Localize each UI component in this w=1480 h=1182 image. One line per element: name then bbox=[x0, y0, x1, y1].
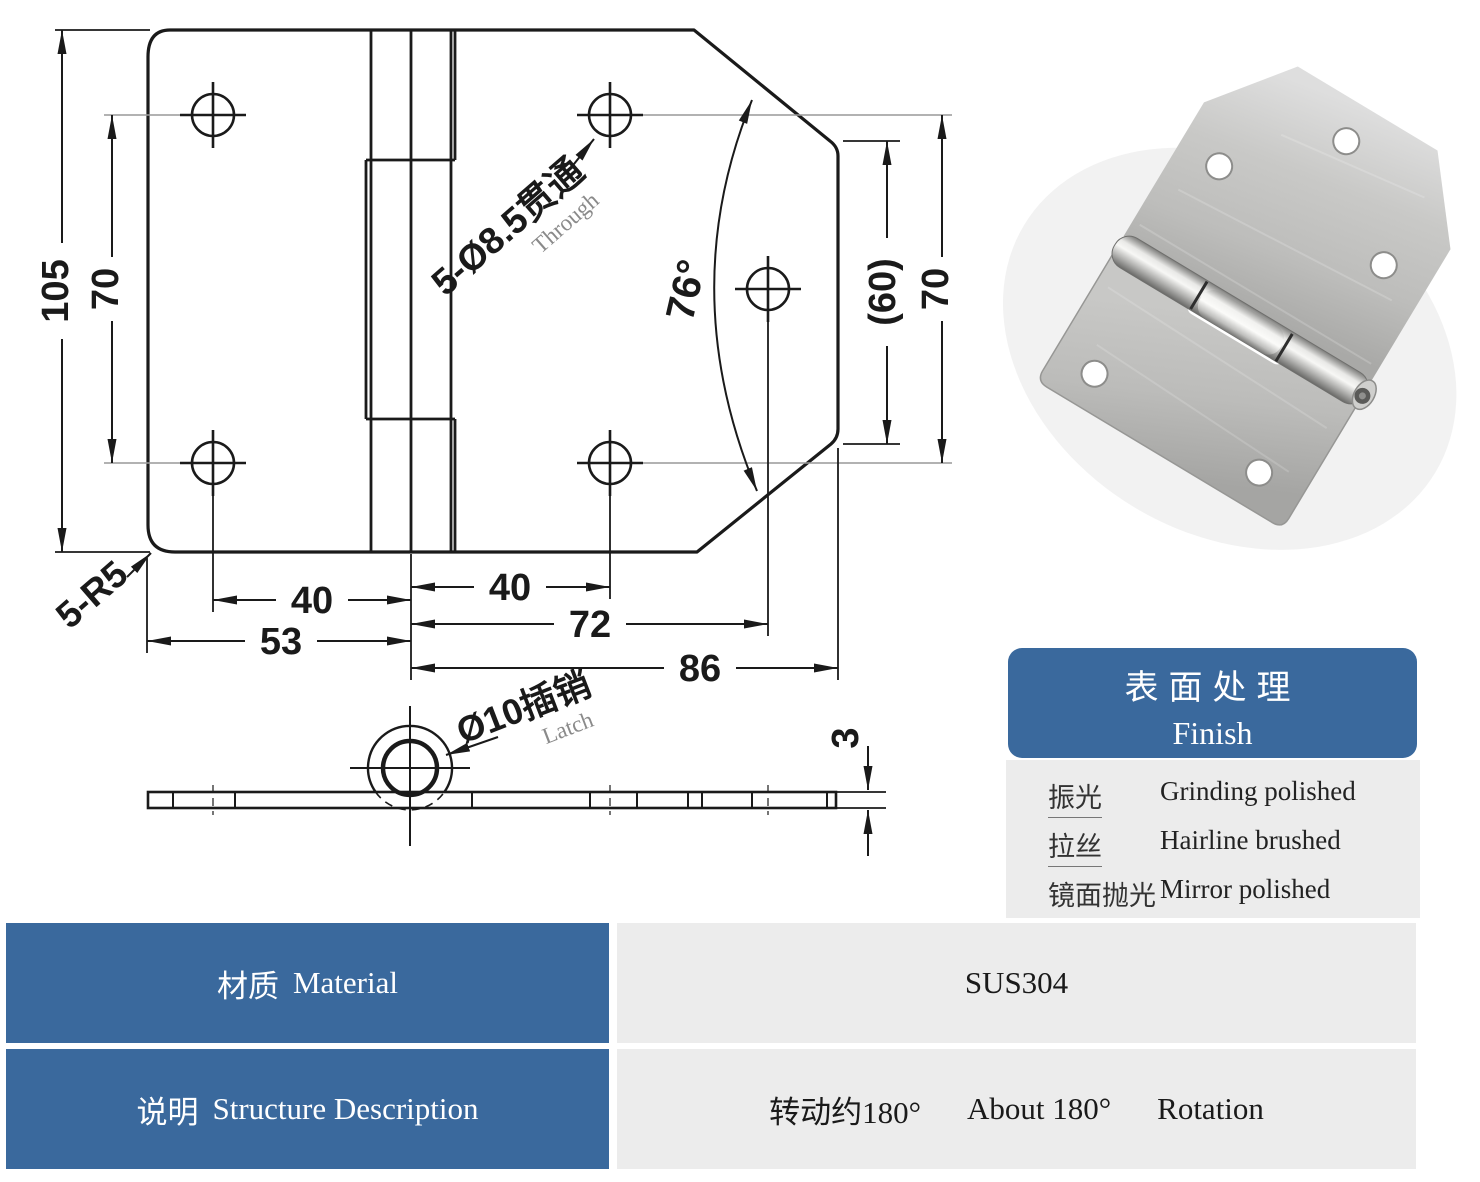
photo-hex-plate bbox=[1123, 66, 1451, 384]
side-view: Ø10插销 Latch 3 bbox=[146, 663, 886, 856]
structure-value-zh: 转动约180° bbox=[769, 1094, 921, 1130]
corner-note: 5-R5 bbox=[48, 553, 135, 637]
photo-rect-plate bbox=[1039, 253, 1360, 526]
structure-value-cell: 转动约180° About 180° Rotation bbox=[617, 1049, 1416, 1169]
finish-title-zh: 表面处理 bbox=[1124, 670, 1301, 707]
dim-thickness: 3 bbox=[825, 727, 867, 748]
material-value: SUS304 bbox=[964, 965, 1069, 1000]
finish-row-en: Grinding polished bbox=[1160, 776, 1356, 806]
latch-pin-circle bbox=[350, 706, 470, 846]
annotation-corner-note: 5-R5 bbox=[48, 552, 152, 637]
dim-86: 86 bbox=[679, 648, 721, 690]
hinge-knuckle-lines bbox=[364, 30, 457, 552]
dimension-texts: 105 70 (60) 70 76° 40 53 bbox=[35, 238, 957, 690]
structure-value-en2: Rotation bbox=[1157, 1091, 1264, 1126]
photo-rect-holes bbox=[1080, 359, 1274, 487]
dim-60: (60) bbox=[862, 258, 904, 326]
finish-row-mirror: 镜面抛光 Mirror polished bbox=[1006, 866, 1420, 916]
dim-105: 105 bbox=[35, 259, 77, 322]
finish-row-zh: 拉丝 bbox=[1048, 825, 1102, 867]
finish-row-grinding: 振光 Grinding polished bbox=[1006, 768, 1420, 818]
finish-row-zh: 振光 bbox=[1048, 776, 1102, 818]
hole-top-right bbox=[577, 82, 643, 148]
dim-76-angle: 76° bbox=[658, 256, 714, 325]
dim-40-right: 40 bbox=[489, 567, 531, 609]
thickness-dim: 3 bbox=[825, 727, 886, 856]
front-view-outline bbox=[146, 28, 840, 554]
structure-value-en: About 180° bbox=[966, 1091, 1112, 1126]
finish-row-zh: 镜面抛光 bbox=[1048, 881, 1156, 911]
photo-barrel bbox=[1111, 235, 1377, 411]
finish-title-en: Finish bbox=[1172, 715, 1253, 751]
material-label-zh: 材质 bbox=[216, 968, 279, 1004]
dim-53: 53 bbox=[260, 621, 302, 663]
extension-lines-gray bbox=[104, 114, 952, 464]
structure-label-cell: 说明 Structure Description bbox=[6, 1049, 609, 1169]
finish-table-body: 振光 Grinding polished 拉丝 Hairline brushed… bbox=[1006, 760, 1420, 918]
finish-row-en: Mirror polished bbox=[1160, 874, 1331, 904]
material-label-en: Material bbox=[292, 965, 398, 1000]
material-label-cell: 材质 Material bbox=[6, 923, 609, 1043]
dim-70-right: 70 bbox=[915, 268, 957, 310]
finish-table-header: 表面处理 Finish bbox=[1008, 648, 1417, 758]
hinge-product-photo bbox=[1002, 66, 1457, 550]
structure-label-zh: 说明 bbox=[136, 1094, 199, 1130]
finish-row-en: Hairline brushed bbox=[1160, 825, 1341, 855]
hinge-technical-drawing: 105 70 (60) 70 76° 40 53 bbox=[35, 28, 957, 856]
hole-middle-right bbox=[735, 256, 801, 322]
finish-row-hairline: 拉丝 Hairline brushed bbox=[1006, 817, 1420, 867]
photo-hex-holes bbox=[1205, 127, 1398, 280]
hole-top-left bbox=[180, 82, 246, 148]
annotation-latch-note: Ø10插销 Latch bbox=[445, 663, 597, 756]
dim-70-left: 70 bbox=[85, 268, 127, 310]
dim-72: 72 bbox=[569, 604, 611, 646]
structure-label-en: Structure Description bbox=[212, 1091, 479, 1126]
dim-40-left: 40 bbox=[291, 580, 333, 622]
material-value-cell: SUS304 bbox=[617, 923, 1416, 1043]
